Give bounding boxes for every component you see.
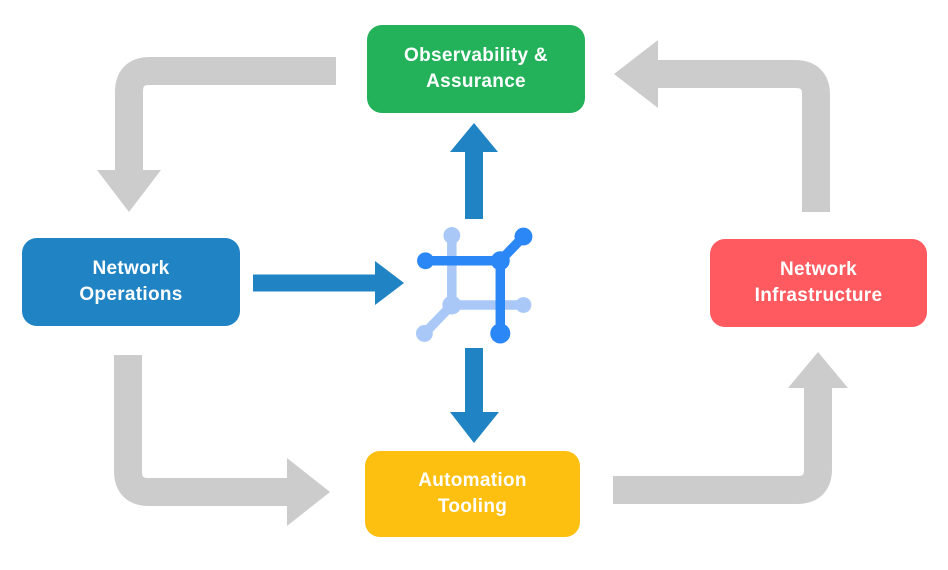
arrow-shaft	[658, 60, 830, 212]
node-network-infrastructure: Network Infrastructure	[710, 239, 927, 327]
arrow-infrastructure-to-observability	[614, 40, 830, 212]
node-label-line: Automation	[418, 470, 527, 492]
arrow-shaft	[115, 57, 336, 172]
hub-icon-light-nodes	[416, 227, 532, 342]
hub-icon-dark-nodes	[417, 227, 533, 344]
node-label-line: Operations	[79, 284, 183, 305]
arrow-automation-to-infrastructure	[613, 352, 848, 504]
node-label-line: Observability &	[404, 45, 548, 67]
node-label-line: Assurance	[426, 71, 526, 92]
arrow-hub-to-automation	[450, 348, 499, 443]
arrowhead-up-icon	[788, 352, 848, 388]
arrowhead-down-icon	[97, 170, 161, 212]
node-label-line: Tooling	[437, 496, 508, 517]
node-network-operations: Network Operations	[22, 238, 240, 326]
arrow-hub-to-observability	[450, 123, 498, 219]
node-label-line: Network	[779, 259, 858, 281]
arrowhead-up-icon	[450, 123, 498, 152]
arrow-operations-to-automation	[114, 355, 330, 526]
arrowhead-right-icon	[375, 261, 404, 305]
node-label-line: Infrastructure	[754, 285, 883, 306]
arrow-shaft	[613, 388, 832, 504]
arrowhead-down-icon	[450, 412, 499, 443]
arrow-operations-to-hub	[253, 261, 404, 305]
node-automation-tooling: Automation Tooling	[365, 451, 580, 537]
node-label-line: Network	[92, 258, 170, 280]
network-mesh-icon	[416, 227, 533, 344]
arrowhead-left-icon	[614, 40, 658, 108]
arrowhead-right-icon	[287, 458, 330, 526]
node-observability-assurance: Observability & Assurance	[367, 25, 585, 113]
arrow-observability-to-operations	[97, 57, 336, 212]
arrow-shaft	[114, 355, 287, 506]
